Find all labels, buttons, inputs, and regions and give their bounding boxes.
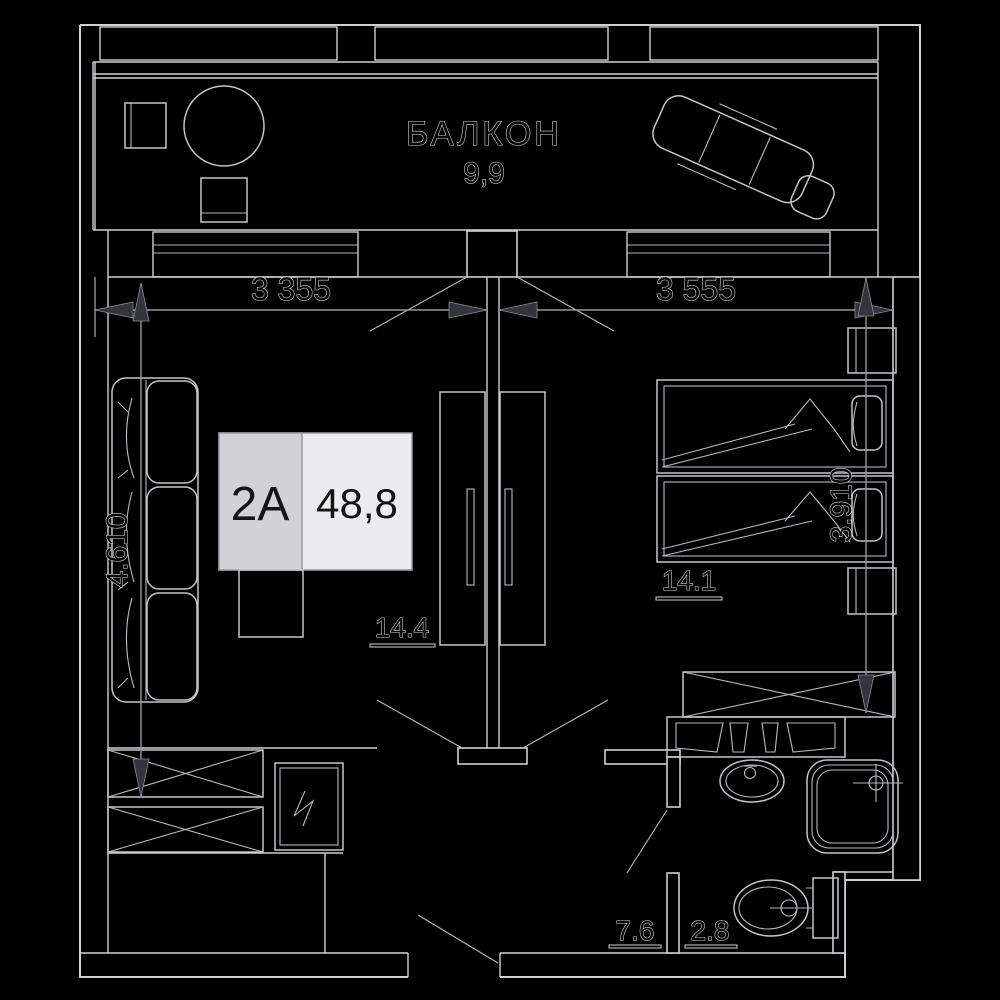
balcony-stool xyxy=(200,177,248,223)
wc-area-underline xyxy=(684,944,738,949)
balcony-area-label: 9,9 xyxy=(463,157,505,190)
round-table xyxy=(183,85,265,167)
dim-top-right-value: 3 555 xyxy=(656,271,736,307)
balcony: БАЛКОН 9,9 xyxy=(92,26,893,332)
entry-door-swing xyxy=(417,914,499,964)
bedroom-area-underline xyxy=(655,596,723,601)
bedroom: 14.1 xyxy=(655,327,897,718)
bathroom-door-swing xyxy=(626,809,668,874)
sofa xyxy=(111,377,199,703)
hall-closet-1 xyxy=(107,749,264,798)
hall-area-underline xyxy=(608,944,662,949)
nightstand-top xyxy=(847,327,897,374)
balcony-pillar xyxy=(466,230,518,278)
balcony-chair xyxy=(124,102,167,149)
toilet xyxy=(733,877,839,939)
balcony-label: БАЛКОН xyxy=(406,115,562,153)
dim-right-value: 3.910 xyxy=(825,467,858,542)
lounge-chair xyxy=(652,95,815,204)
sink xyxy=(719,759,785,803)
wardrobe-right xyxy=(499,391,546,646)
nightstand-bottom xyxy=(847,567,897,615)
electrical-panel xyxy=(274,762,344,851)
living-area-underline xyxy=(369,643,436,648)
unit-label-box: 2A 48,8 xyxy=(218,432,413,571)
hall-closet-2 xyxy=(107,806,264,853)
unit-code: 2A xyxy=(231,478,290,531)
parapet-window-2 xyxy=(374,26,609,61)
bathroom-wall-left xyxy=(666,756,681,808)
bedroom-area-label: 14.1 xyxy=(662,565,717,596)
dim-left-value: 4.610 xyxy=(101,512,134,587)
living-room: 2A 48,8 14.4 xyxy=(111,377,546,703)
partition-wall xyxy=(108,277,609,765)
hallway: 7.6 xyxy=(107,749,662,964)
bathroom: 2.8 xyxy=(604,716,903,954)
dim-top-left-value: 3 355 xyxy=(251,271,331,307)
dim-left-vertical: 4.610 xyxy=(100,282,150,798)
table-chair xyxy=(238,569,304,638)
hall-area-label: 7.6 xyxy=(616,915,655,946)
wc-wall xyxy=(666,872,680,954)
dim-top-left: 3 355 xyxy=(94,270,488,337)
radiator-left xyxy=(152,231,359,278)
toilet-niche-wall xyxy=(832,871,846,954)
dim-right-vertical: 3.910 xyxy=(824,277,875,714)
dim-top-right: 3 555 xyxy=(498,270,894,319)
unit-total-area: 48,8 xyxy=(316,480,398,527)
parapet-window-1 xyxy=(99,26,338,61)
dimensions: 3 355 3 555 4.610 3.910 xyxy=(94,270,894,798)
room-door-swings xyxy=(376,699,609,749)
bed-1 xyxy=(656,379,894,474)
wardrobe-left xyxy=(439,391,486,646)
shower xyxy=(806,759,903,854)
wc-area-label: 2.8 xyxy=(691,915,730,946)
bed-2 xyxy=(656,475,894,563)
balcony-door-swings xyxy=(369,276,615,332)
radiator-right xyxy=(626,231,831,278)
parapet-window-3 xyxy=(649,26,879,61)
vanity xyxy=(666,716,846,758)
right-wall-band xyxy=(892,276,921,881)
lounge-footstool xyxy=(790,175,835,220)
living-area-label: 14.4 xyxy=(375,612,430,643)
